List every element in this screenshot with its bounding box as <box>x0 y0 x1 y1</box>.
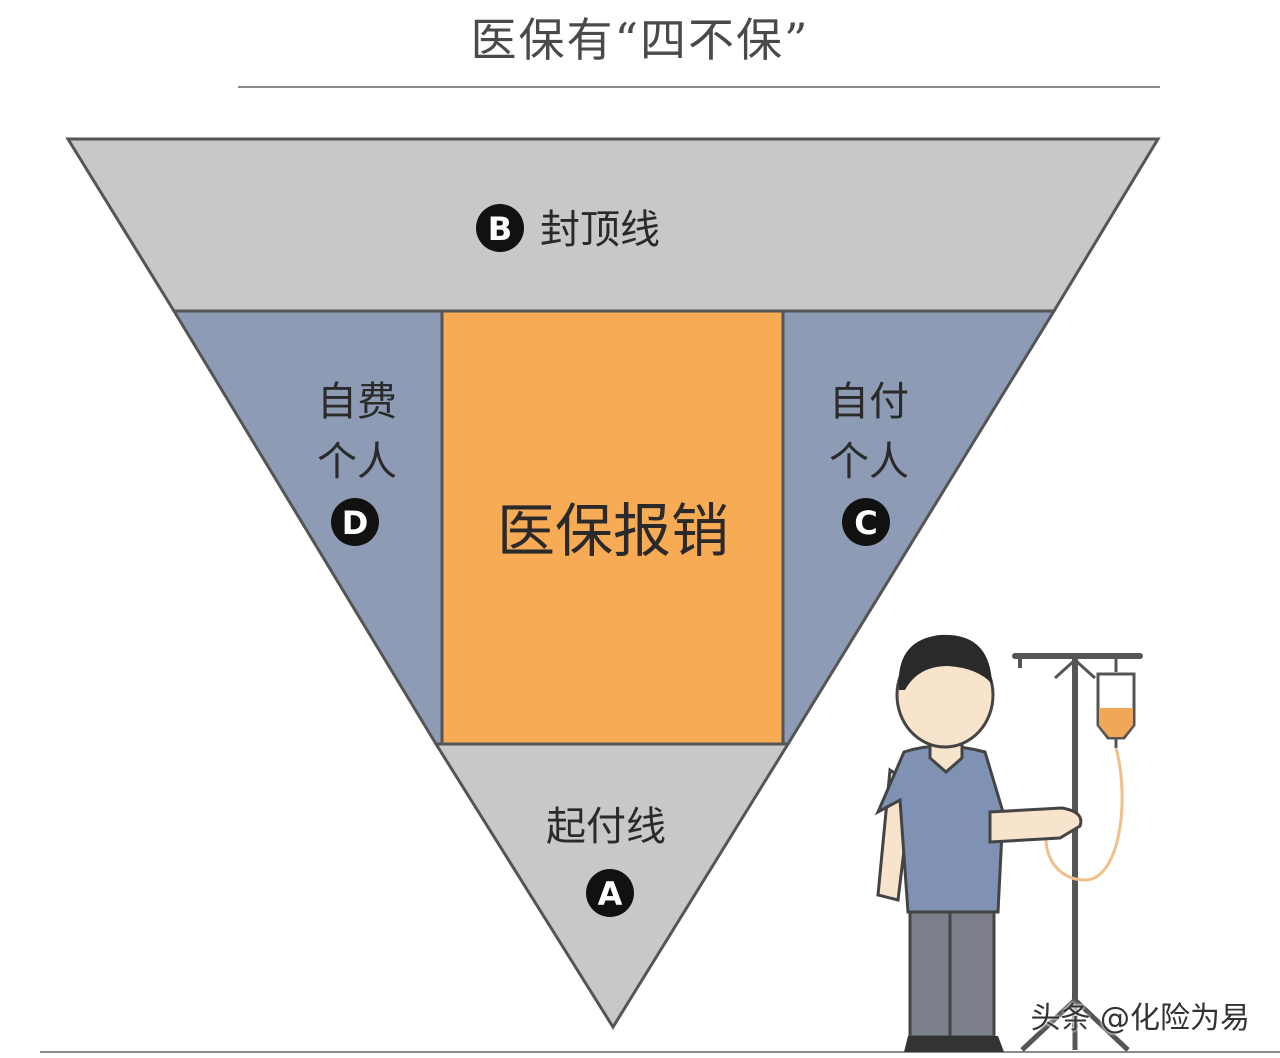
deductible-label: 起付线 <box>546 804 666 850</box>
self-pay-line1: 自费 <box>317 379 397 425</box>
badge-a-letter: A <box>598 875 623 913</box>
badge-c-letter: C <box>854 504 877 542</box>
badge-b <box>476 204 524 252</box>
watermark: 头条 @化险为易 <box>1030 1001 1250 1036</box>
badge-c <box>842 498 890 546</box>
co-pay-line2: 个人 <box>829 439 909 485</box>
iv-stand-icon <box>1012 653 1143 1052</box>
self-pay-region <box>171 309 444 746</box>
reimbursement-label: 医保报销 <box>497 497 729 565</box>
cap-line-label: 封顶线 <box>540 207 660 253</box>
patient-figure <box>874 634 1083 1052</box>
badge-b-letter: B <box>488 210 512 248</box>
insurance-reimbursement-region <box>440 309 785 746</box>
diagram-title: 医保有“四不保” <box>470 13 810 67</box>
badge-d <box>331 498 379 546</box>
self-pay-line2: 个人 <box>317 439 397 485</box>
badge-a <box>586 869 634 917</box>
co-pay-line1: 自付 <box>829 379 909 425</box>
badge-d-letter: D <box>342 504 369 542</box>
